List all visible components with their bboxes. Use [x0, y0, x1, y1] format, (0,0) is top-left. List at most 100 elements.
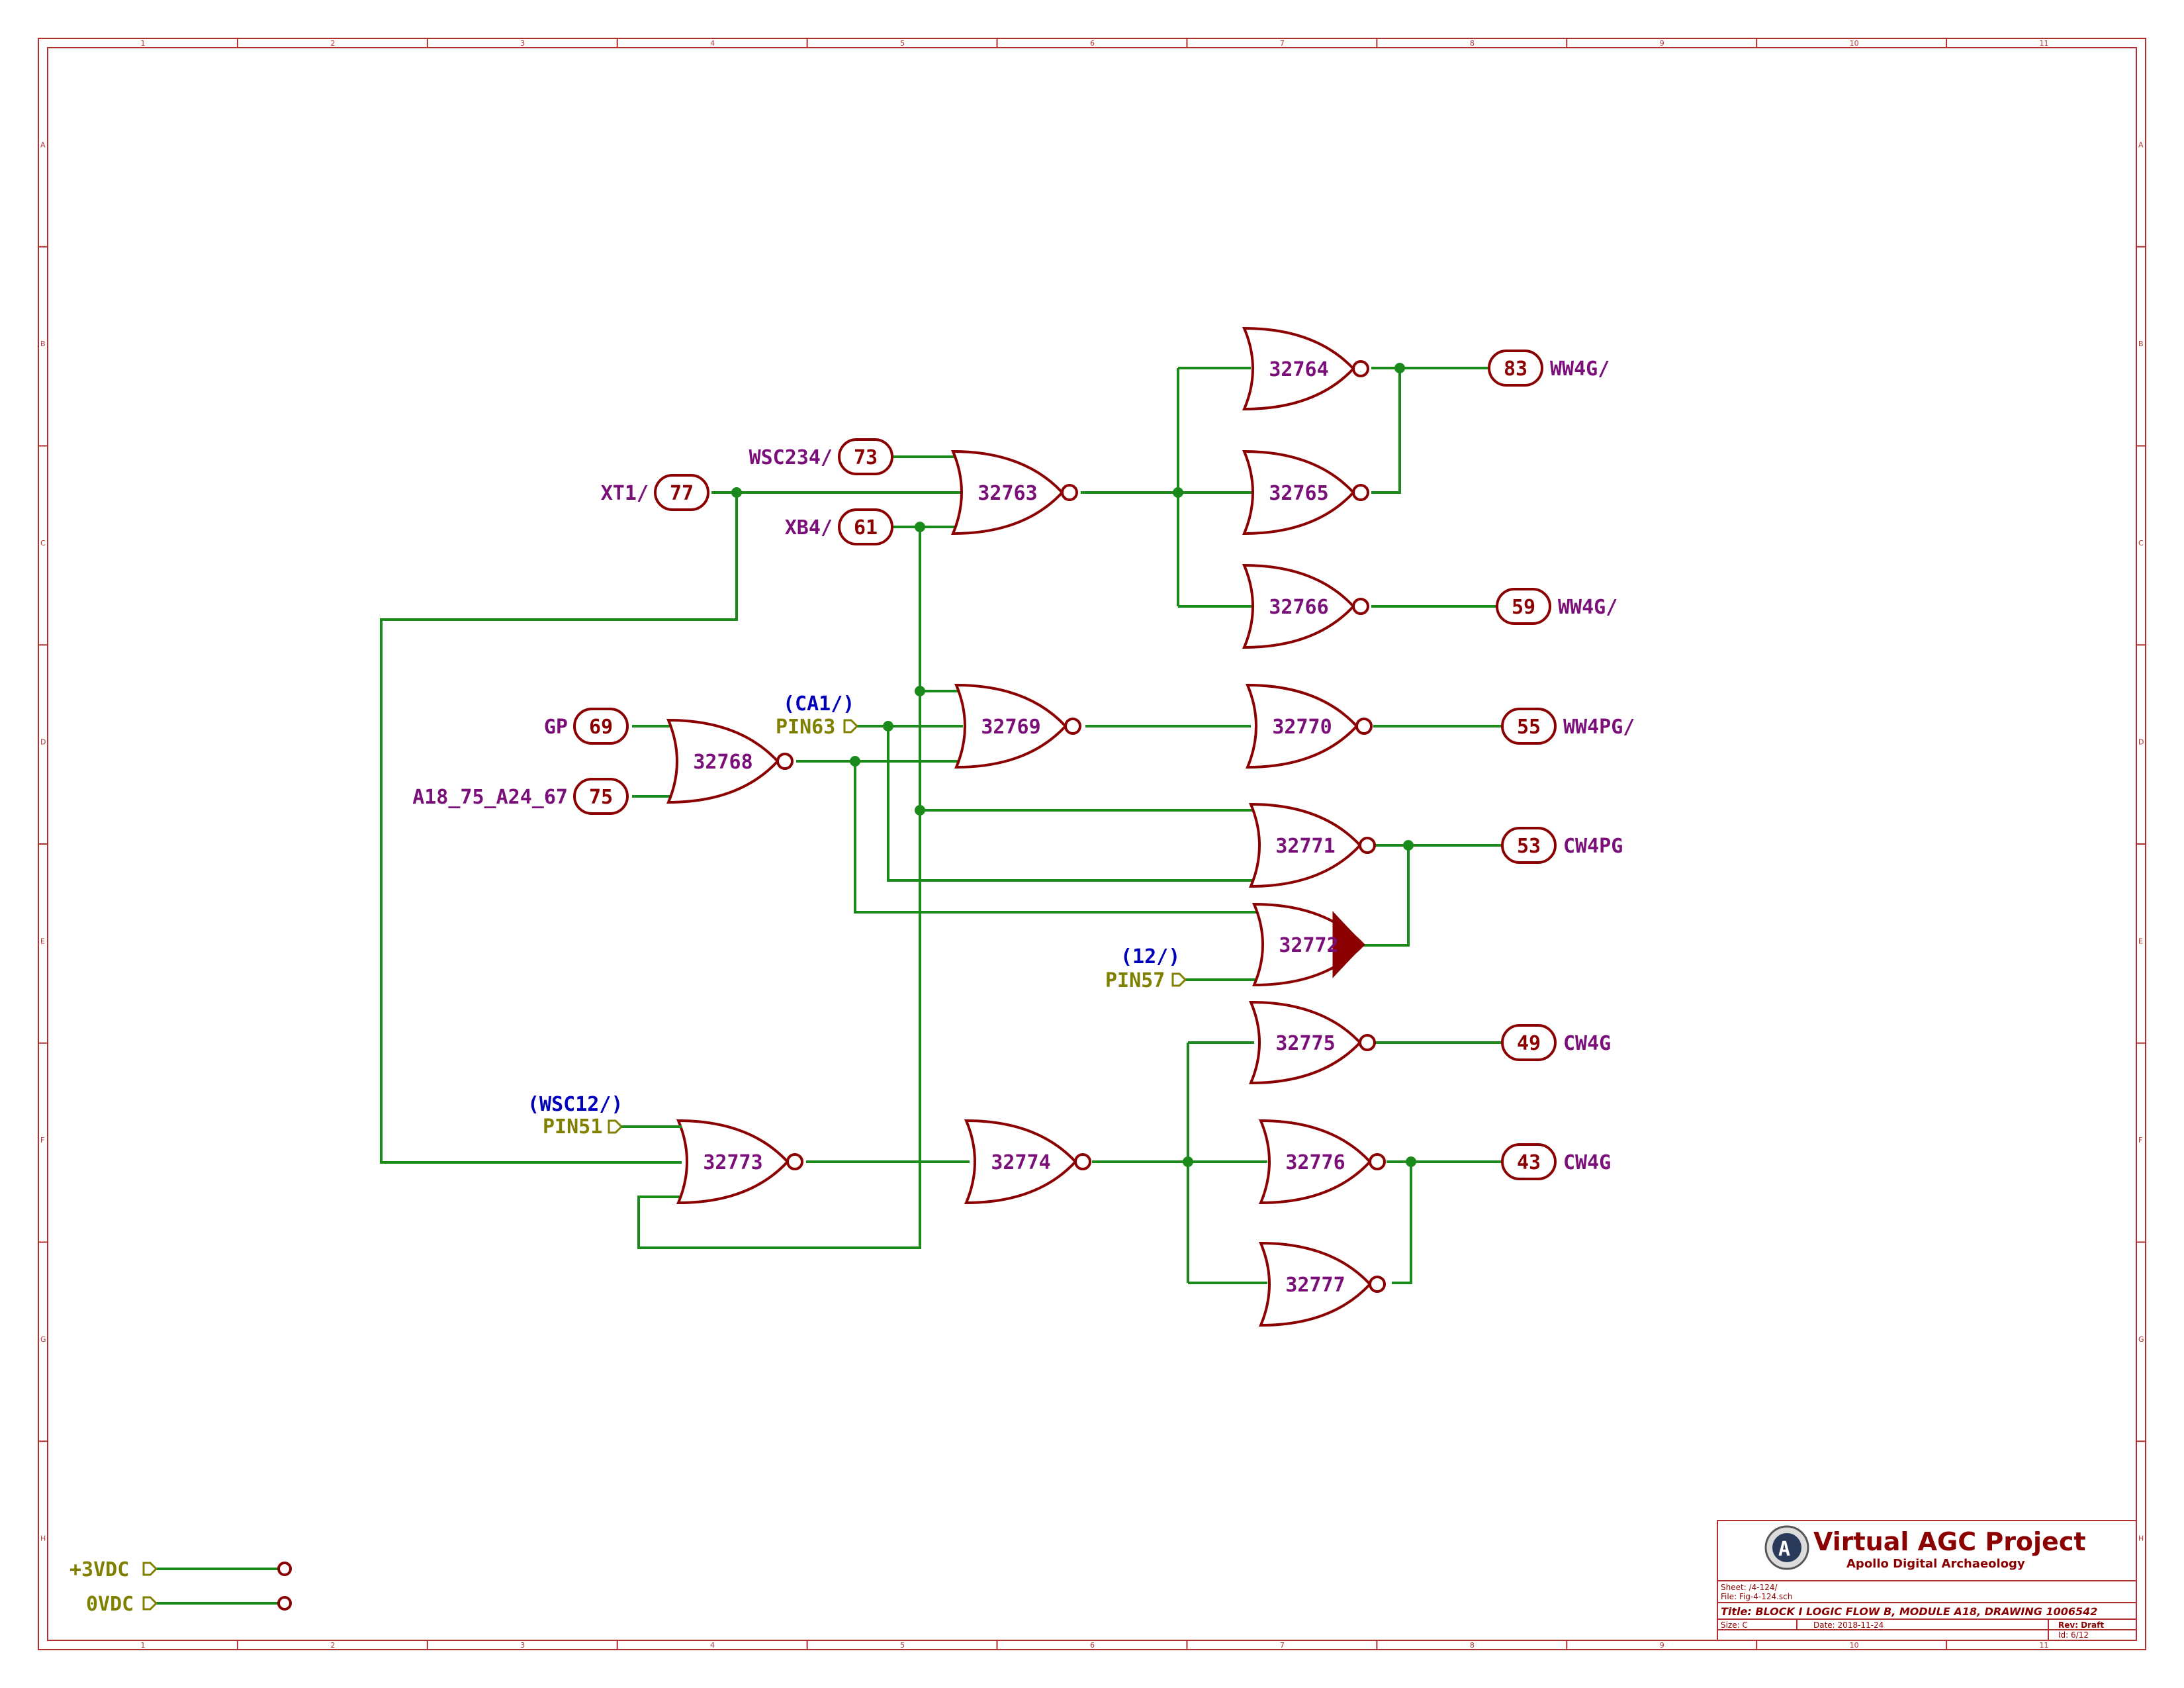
- connector-pin-number: 59: [1512, 596, 1535, 619]
- connector-signal-name: CW4G: [1563, 1151, 1611, 1174]
- junction-dot: [1403, 840, 1414, 851]
- junction-dot: [1173, 487, 1183, 498]
- power-0v: 0VDC: [86, 1593, 292, 1616]
- junction-dot: [1183, 1156, 1193, 1167]
- port-pin57: (12/) PIN57: [1105, 945, 1187, 992]
- column-ref: 11: [2040, 1641, 2049, 1650]
- inverter-bubble-icon: [776, 753, 794, 770]
- column-ref: 10: [1850, 1641, 1859, 1650]
- junction-dot: [915, 686, 925, 696]
- column-ref: 2: [330, 1641, 335, 1650]
- column-ref: 7: [1280, 39, 1285, 48]
- gate-label: 32774: [991, 1151, 1050, 1174]
- connector-signal-name: CW4G: [1563, 1032, 1611, 1055]
- junctions: [731, 363, 1416, 1167]
- row-ref: A: [2138, 140, 2144, 149]
- column-ref: 8: [1470, 39, 1475, 48]
- connector-pin-number: 43: [1517, 1151, 1541, 1174]
- column-ref: 3: [520, 39, 525, 48]
- inverter-bubble-icon: [1352, 484, 1369, 501]
- gate-label: 32768: [693, 751, 752, 774]
- column-ref: 5: [900, 1641, 905, 1650]
- inverter-bubble-icon: [1369, 1276, 1386, 1293]
- junction-dot: [731, 487, 742, 498]
- gate-label: 32763: [978, 482, 1037, 505]
- connector-pill-icon: [573, 708, 629, 745]
- file-name: File: Fig-4-124.sch: [1721, 1592, 1792, 1601]
- power-flag-icon: [142, 1562, 158, 1576]
- connector-pin-number: 55: [1517, 716, 1541, 739]
- nor-gate: 32763: [950, 449, 1078, 536]
- connector-pill-icon: [1488, 350, 1543, 387]
- column-ref: 1: [140, 1641, 145, 1650]
- junction-dot: [915, 805, 925, 816]
- inverter-bubble-icon: [1064, 718, 1081, 735]
- gate-body-icon: [1242, 563, 1355, 649]
- row-ref: C: [2138, 539, 2144, 547]
- gate-body-icon: [1242, 449, 1355, 536]
- gate-body-icon: [964, 1119, 1077, 1205]
- junction-dot: [915, 522, 925, 532]
- inverter-bubble-icon: [1369, 1153, 1386, 1170]
- connector-signal-name: XB4/: [785, 516, 833, 539]
- gate-body-icon: [1258, 1241, 1372, 1327]
- gate-body-icon: [1242, 326, 1355, 411]
- connector-signal-name: WW4G/: [1558, 596, 1617, 619]
- nor-gate: 32765: [1242, 449, 1369, 536]
- inverter-bubble-icon: [1352, 360, 1369, 377]
- connector-pill-icon: [1501, 1143, 1557, 1180]
- nor-gate: 32769: [954, 683, 1081, 769]
- inverter-bubble-icon: [786, 1153, 803, 1170]
- row-ref: F: [40, 1136, 44, 1145]
- row-ref: E: [40, 937, 45, 945]
- power-terminal-icon: [277, 1562, 292, 1576]
- junction-dot: [850, 756, 860, 767]
- connector-pill-icon: [1501, 708, 1557, 745]
- row-ref: H: [2138, 1534, 2144, 1543]
- inverter-bubble-icon: [1061, 484, 1078, 501]
- port-flag-icon: [608, 1119, 623, 1134]
- gate-label: 32777: [1285, 1274, 1345, 1297]
- column-ref: 9: [1660, 1641, 1664, 1650]
- port-flag-icon: [1171, 972, 1187, 987]
- project-name: Virtual AGC Project: [1813, 1527, 2086, 1556]
- column-ref: 7: [1280, 1641, 1285, 1650]
- port-pin-label: PIN57: [1105, 969, 1165, 992]
- row-ref: C: [40, 539, 46, 547]
- gate-body-icon: [950, 449, 1064, 536]
- gate-label: 32775: [1275, 1032, 1335, 1055]
- connector-signal-name: GP: [544, 716, 568, 739]
- connector-signal-name: XT1/: [601, 482, 649, 505]
- column-ref: 6: [1090, 1641, 1095, 1650]
- connector-signal-name: WSC234/: [749, 446, 833, 469]
- row-ref: B: [40, 340, 46, 348]
- power-flag-icon: [142, 1596, 158, 1611]
- wires: [156, 367, 1502, 1605]
- connector-pill-icon: [573, 778, 629, 815]
- connector-59: 59 WW4G/: [1496, 588, 1617, 625]
- port-flag-icon: [843, 719, 859, 733]
- connector-pill-icon: [838, 438, 893, 475]
- nor-gate: 32770: [1245, 683, 1373, 769]
- gate-body-icon: [954, 683, 1068, 769]
- row-ref: F: [2138, 1136, 2142, 1145]
- sheet-rev: Rev: Draft: [2058, 1620, 2104, 1630]
- title-block: A Virtual AGC Project Apollo Digital Arc…: [1717, 1520, 2137, 1641]
- column-ref: 6: [1090, 39, 1095, 48]
- column-ref: 10: [1850, 39, 1859, 48]
- port-net-label: (WSC12/): [527, 1093, 623, 1116]
- connector-pin-number: 75: [589, 786, 613, 809]
- row-ref: E: [2138, 937, 2143, 945]
- row-ref: H: [40, 1534, 46, 1543]
- column-ref: 4: [710, 1641, 715, 1650]
- connector-pill-icon: [1496, 588, 1551, 625]
- gate-label: 32772: [1279, 934, 1338, 957]
- row-ref: D: [40, 738, 46, 747]
